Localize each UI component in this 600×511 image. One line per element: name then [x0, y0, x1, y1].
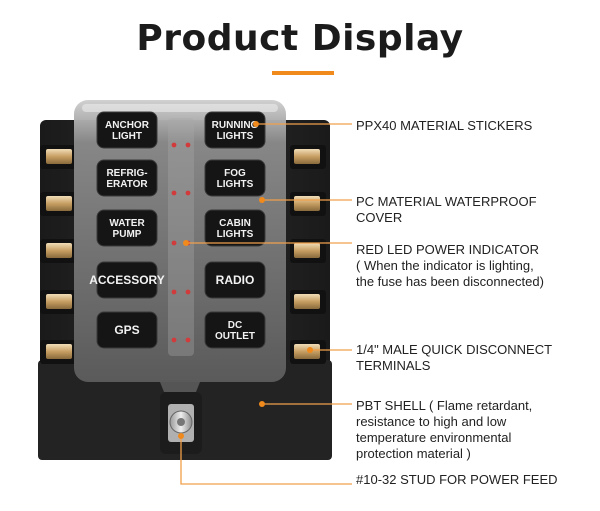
fuse-label-text: OUTLET — [215, 331, 255, 342]
fuse-label-refrigerator: REFRIG-ERATOR — [96, 159, 158, 197]
fuse-label-radio: RADIO — [204, 261, 266, 299]
left-terminals — [40, 145, 76, 364]
title-underline — [272, 71, 334, 75]
callout-line: #10-32 STUD FOR POWER FEED — [356, 472, 558, 487]
fuse-label-text: LIGHTS — [217, 179, 254, 190]
fuse-label-text: LIGHT — [112, 131, 142, 142]
fuse-label-text: ACCESSORY — [89, 273, 165, 287]
callout-led: RED LED POWER INDICATOR( When the indica… — [356, 242, 596, 290]
fuse-label-text: GPS — [114, 323, 139, 337]
fuse-label-text: RADIO — [216, 273, 255, 287]
callout-line: temperature environmental — [356, 430, 512, 445]
power-feed-stud — [160, 392, 202, 454]
callout-shell: PBT SHELL ( Flame retardant,resistance t… — [356, 398, 596, 462]
callout-line: ( When the indicator is lighting, — [356, 258, 534, 273]
fuse-label-text: WATER — [109, 218, 145, 229]
callout-line: PPX40 MATERIAL STICKERS — [356, 118, 533, 133]
fuse-stickers: ANCHORLIGHTRUNNINGLIGHTSREFRIG-ERATORFOG… — [89, 111, 266, 349]
fuse-label-text: LIGHTS — [217, 131, 254, 142]
fuse-label-text: REFRIG- — [106, 168, 147, 179]
fuse-label-gps: GPS — [96, 311, 158, 349]
callout-stud: #10-32 STUD FOR POWER FEED — [356, 472, 596, 488]
fuse-label-text: FOG — [224, 168, 246, 179]
callout-line: PBT SHELL ( Flame retardant, — [356, 398, 533, 413]
fuse-label-text: ANCHOR — [105, 120, 150, 131]
callout-leaders — [180, 123, 352, 485]
fuse-label-text: LIGHTS — [217, 229, 254, 240]
fuse-label-text: DC — [228, 320, 242, 331]
callout-line: TERMINALS — [356, 358, 431, 373]
callout-line: resistance to high and low — [356, 414, 507, 429]
callout-line: the fuse has been disconnected) — [356, 274, 544, 289]
callout-line: COVER — [356, 210, 403, 225]
fuse-label-text: RUNNING — [212, 120, 259, 131]
callout-line: 1/4" MALE QUICK DISCONNECT — [356, 342, 553, 357]
callout-line: RED LED POWER INDICATOR — [356, 242, 539, 257]
callout-dots — [178, 121, 313, 439]
callout-line: PC MATERIAL WATERPROOF — [356, 194, 537, 209]
fuse-label-text: ERATOR — [106, 179, 148, 190]
fuse-label-text: CABIN — [219, 218, 251, 229]
fuse-label-accessory: ACCESSORY — [89, 261, 165, 299]
page-title: Product Display — [136, 18, 464, 59]
callout-stickers: PPX40 MATERIAL STICKERS — [356, 118, 596, 134]
fuse-label-text: PUMP — [113, 229, 142, 240]
callout-line: protection material ) — [356, 446, 471, 461]
